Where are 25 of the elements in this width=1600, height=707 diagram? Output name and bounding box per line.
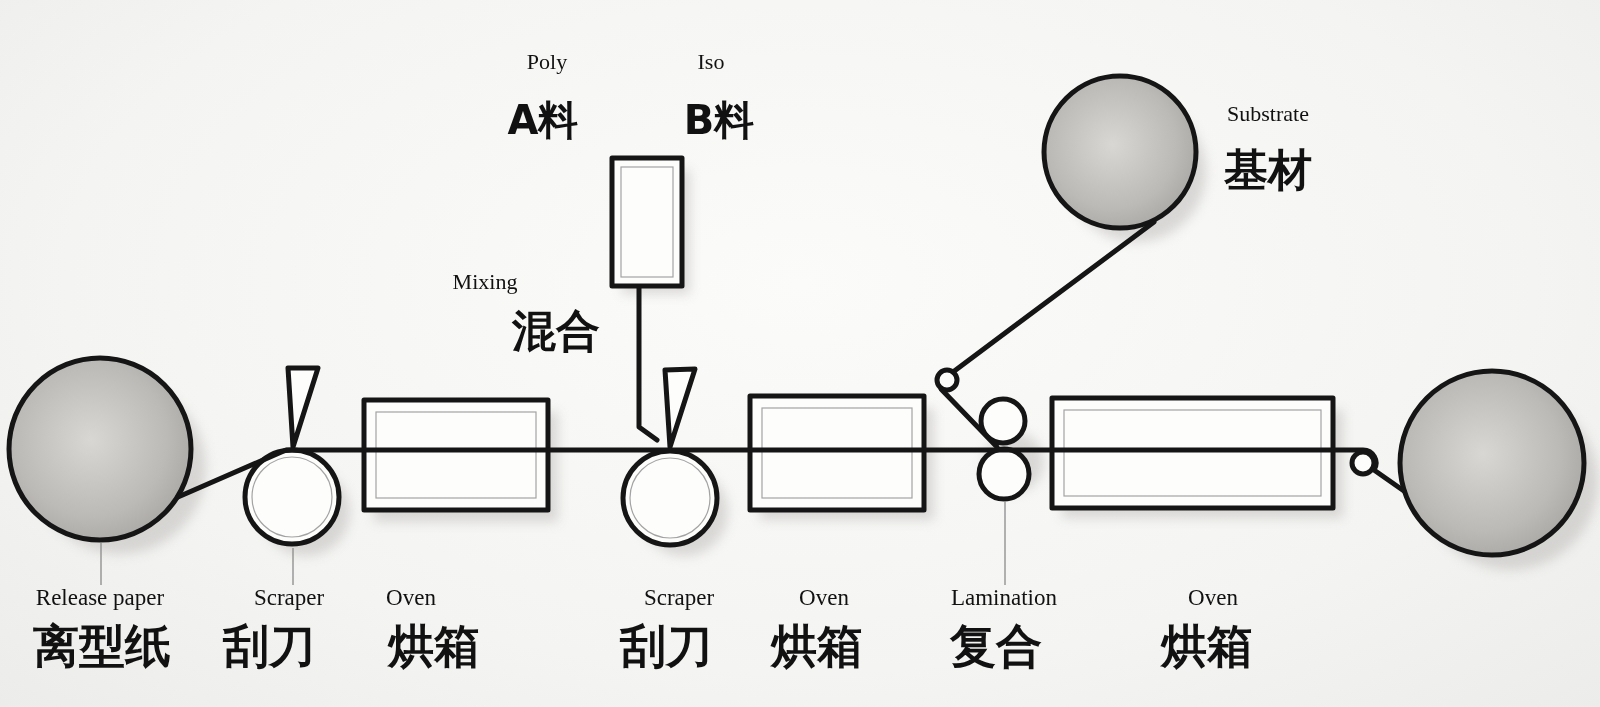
part-label: 刮刀 (620, 621, 712, 672)
leader-line (292, 547, 294, 586)
part-label: Oven (386, 585, 436, 612)
part-label: Mixing (452, 269, 518, 295)
part-label: Iso (697, 49, 725, 75)
part-label: B料 (683, 98, 755, 142)
part-label: Release paper (35, 585, 165, 612)
part-label: 烘箱 (388, 621, 480, 672)
part-label: Poly (526, 49, 568, 75)
part-label: Lamination (950, 585, 1057, 612)
part-label: 烘箱 (1161, 621, 1253, 672)
part-label: 烘箱 (771, 621, 863, 672)
part-label: 基材 (1224, 146, 1312, 195)
leader-line (100, 542, 102, 586)
part-label: Scraper (643, 585, 715, 612)
part-label: 复合 (950, 621, 1042, 672)
leader-line (1004, 500, 1006, 586)
part-label: A料 (507, 98, 579, 142)
part-label: 离型纸 (33, 621, 171, 672)
part-label: Oven (1188, 585, 1238, 612)
part-label: Oven (799, 585, 849, 612)
part-label: Scraper (253, 585, 325, 612)
part-label: 刮刀 (223, 621, 315, 672)
part-label: 混合 (512, 307, 600, 356)
part-label: Substrate (1227, 101, 1309, 127)
